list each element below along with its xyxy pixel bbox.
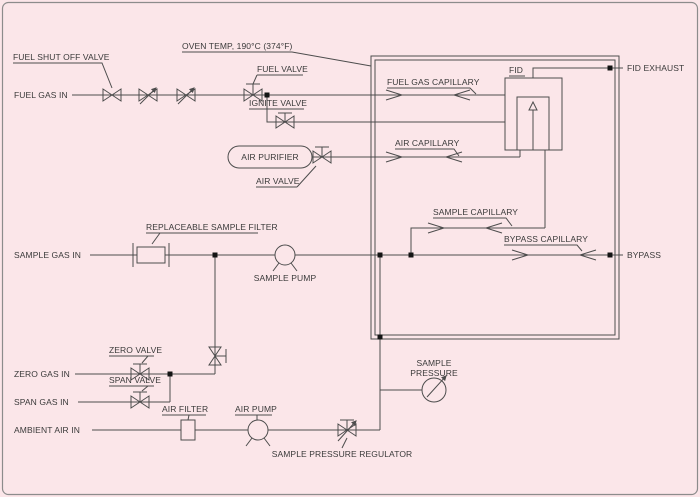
sample-pump-icon: [274, 244, 296, 266]
sample-filter-end-plates: [132, 243, 170, 267]
fuel-system: [102, 83, 295, 129]
oven-outer-wall: [370, 55, 620, 340]
oven-temp-label: OVEN TEMP, 190°C (374°F): [182, 41, 293, 51]
calibration-system: [130, 346, 227, 409]
sample-filter-body: [136, 246, 166, 264]
sample-pump-feet: [272, 262, 298, 272]
junction-dots: [167, 65, 613, 377]
oven-boundary: [370, 55, 620, 340]
fid-detector: [504, 77, 563, 151]
fid-exhaust-label: FID EXHAUST: [627, 63, 684, 73]
span-valve-icon: [130, 391, 150, 409]
ambient-air-in-label: AMBIENT AIR IN: [14, 425, 80, 435]
sample-pressure-regulator-label: SAMPLE PRESSURE REGULATOR: [272, 449, 413, 459]
bypass-label: BYPASS: [627, 250, 661, 260]
sample-pressure-regulator-icon: [337, 419, 357, 437]
tubing-lines: [72, 67, 623, 431]
sample-pressure-label-line2: PRESSURE: [410, 368, 458, 378]
air-pump-icon: [247, 419, 269, 441]
junction-dot: [377, 334, 383, 340]
labels: FUEL SHUT OFF VALVE FUEL GAS IN OVEN TEM…: [13, 41, 684, 459]
fuel-valve-label: FUEL VALVE: [257, 64, 308, 74]
air-valve-icon: [312, 146, 332, 164]
air-filter-icon: [180, 419, 196, 441]
sample-pump-label: SAMPLE PUMP: [254, 273, 317, 283]
junction-dot: [377, 252, 383, 258]
air-capillary-label: AIR CAPILLARY: [395, 138, 460, 148]
zero-gas-in-label: ZERO GAS IN: [14, 369, 70, 379]
junction-dot: [212, 252, 218, 258]
air-system: [227, 145, 332, 169]
bypass-capillary-label: BYPASS CAPILLARY: [504, 234, 588, 244]
fuel-regulator-1-arrow-icon: [139, 87, 157, 105]
sample-pressure-regulator-arrow-icon: [337, 420, 357, 442]
pressure-system: [180, 375, 447, 447]
sample-pressure-gauge-arrow-icon: [426, 375, 447, 398]
junction-dot: [264, 92, 270, 98]
shutoff-valve-icon: [102, 88, 122, 102]
fuel-regulator-2-icon: [176, 88, 196, 102]
ignite-valve-icon: [275, 112, 295, 129]
fuel-regulator-2-arrow-icon: [177, 87, 195, 105]
junction-dot: [167, 371, 173, 377]
air-filter-label: AIR FILTER: [162, 404, 208, 414]
junction-dot: [607, 252, 613, 258]
air-purifier-vessel: [227, 145, 313, 169]
sample-gas-in-label: SAMPLE GAS IN: [14, 250, 81, 260]
fuel-shut-off-valve-label: FUEL SHUT OFF VALVE: [13, 52, 110, 62]
air-pump-label: AIR PUMP: [235, 404, 277, 414]
sample-capillary-label: SAMPLE CAPILLARY: [433, 207, 518, 217]
sample-pressure-label-line1: SAMPLE: [416, 358, 451, 368]
span-gas-in-label: SPAN GAS IN: [14, 397, 69, 407]
air-valve-label: AIR VALVE: [256, 176, 300, 186]
junction-dot: [607, 65, 613, 71]
zero-valve-label: ZERO VALVE: [109, 345, 162, 355]
span-valve-label: SPAN VALVE: [109, 375, 161, 385]
zero-valve-icon: [130, 363, 150, 381]
fid-burner-icon: [516, 96, 550, 150]
air-purifier-label: AIR PURIFIER: [241, 152, 298, 162]
fuel-gas-capillary-label: FUEL GAS CAPILLARY: [387, 77, 480, 87]
oven-inner-wall: [374, 59, 616, 336]
ignite-valve-label: IGNITE VALVE: [249, 98, 307, 108]
label-leader-lines: [13, 51, 583, 449]
fuel-regulator-1-icon: [138, 88, 158, 102]
fuel-gas-in-label: FUEL GAS IN: [14, 90, 68, 100]
fid-label: FID: [509, 65, 523, 75]
air-pump-feet: [245, 437, 271, 447]
junction-dot: [408, 252, 414, 258]
fuel-valve-icon: [243, 83, 263, 102]
sample-system: [132, 243, 298, 272]
cal-selector-valve-icon: [208, 346, 227, 366]
capillary-symbols: [385, 89, 597, 261]
replaceable-sample-filter-label: REPLACEABLE SAMPLE FILTER: [146, 222, 278, 232]
